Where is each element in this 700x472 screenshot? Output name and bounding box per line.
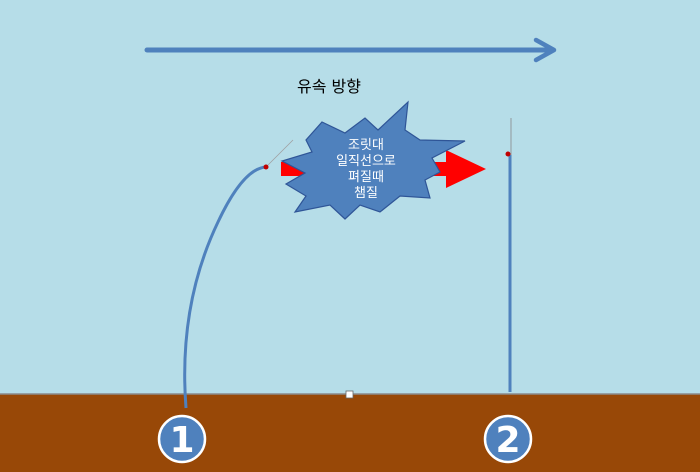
- flow-direction-label: 유속 방향: [297, 77, 361, 96]
- rod-1-tip-dot: [263, 164, 269, 170]
- flow-direction-arrow: [144, 37, 557, 63]
- rod-1-tip-line: [265, 139, 294, 168]
- bent-rod-1: [183, 165, 267, 409]
- rod-2-tip-dot: [505, 151, 511, 157]
- burst-callout-shape: [280, 100, 466, 220]
- ground-area: [0, 394, 700, 472]
- marker-1: 1: [157, 414, 207, 464]
- marker-2-label: 2: [495, 420, 520, 461]
- burst-text-line-4: 챔질: [354, 186, 378, 201]
- marker-2: 2: [483, 414, 533, 464]
- selection-handle: [345, 390, 354, 399]
- burst-text-line-1: 조릿대: [348, 138, 384, 153]
- marker-1-label: 1: [169, 420, 194, 461]
- burst-text-line-2: 일직선으로: [336, 154, 396, 169]
- burst-text-line-3: 펴질때: [348, 170, 384, 185]
